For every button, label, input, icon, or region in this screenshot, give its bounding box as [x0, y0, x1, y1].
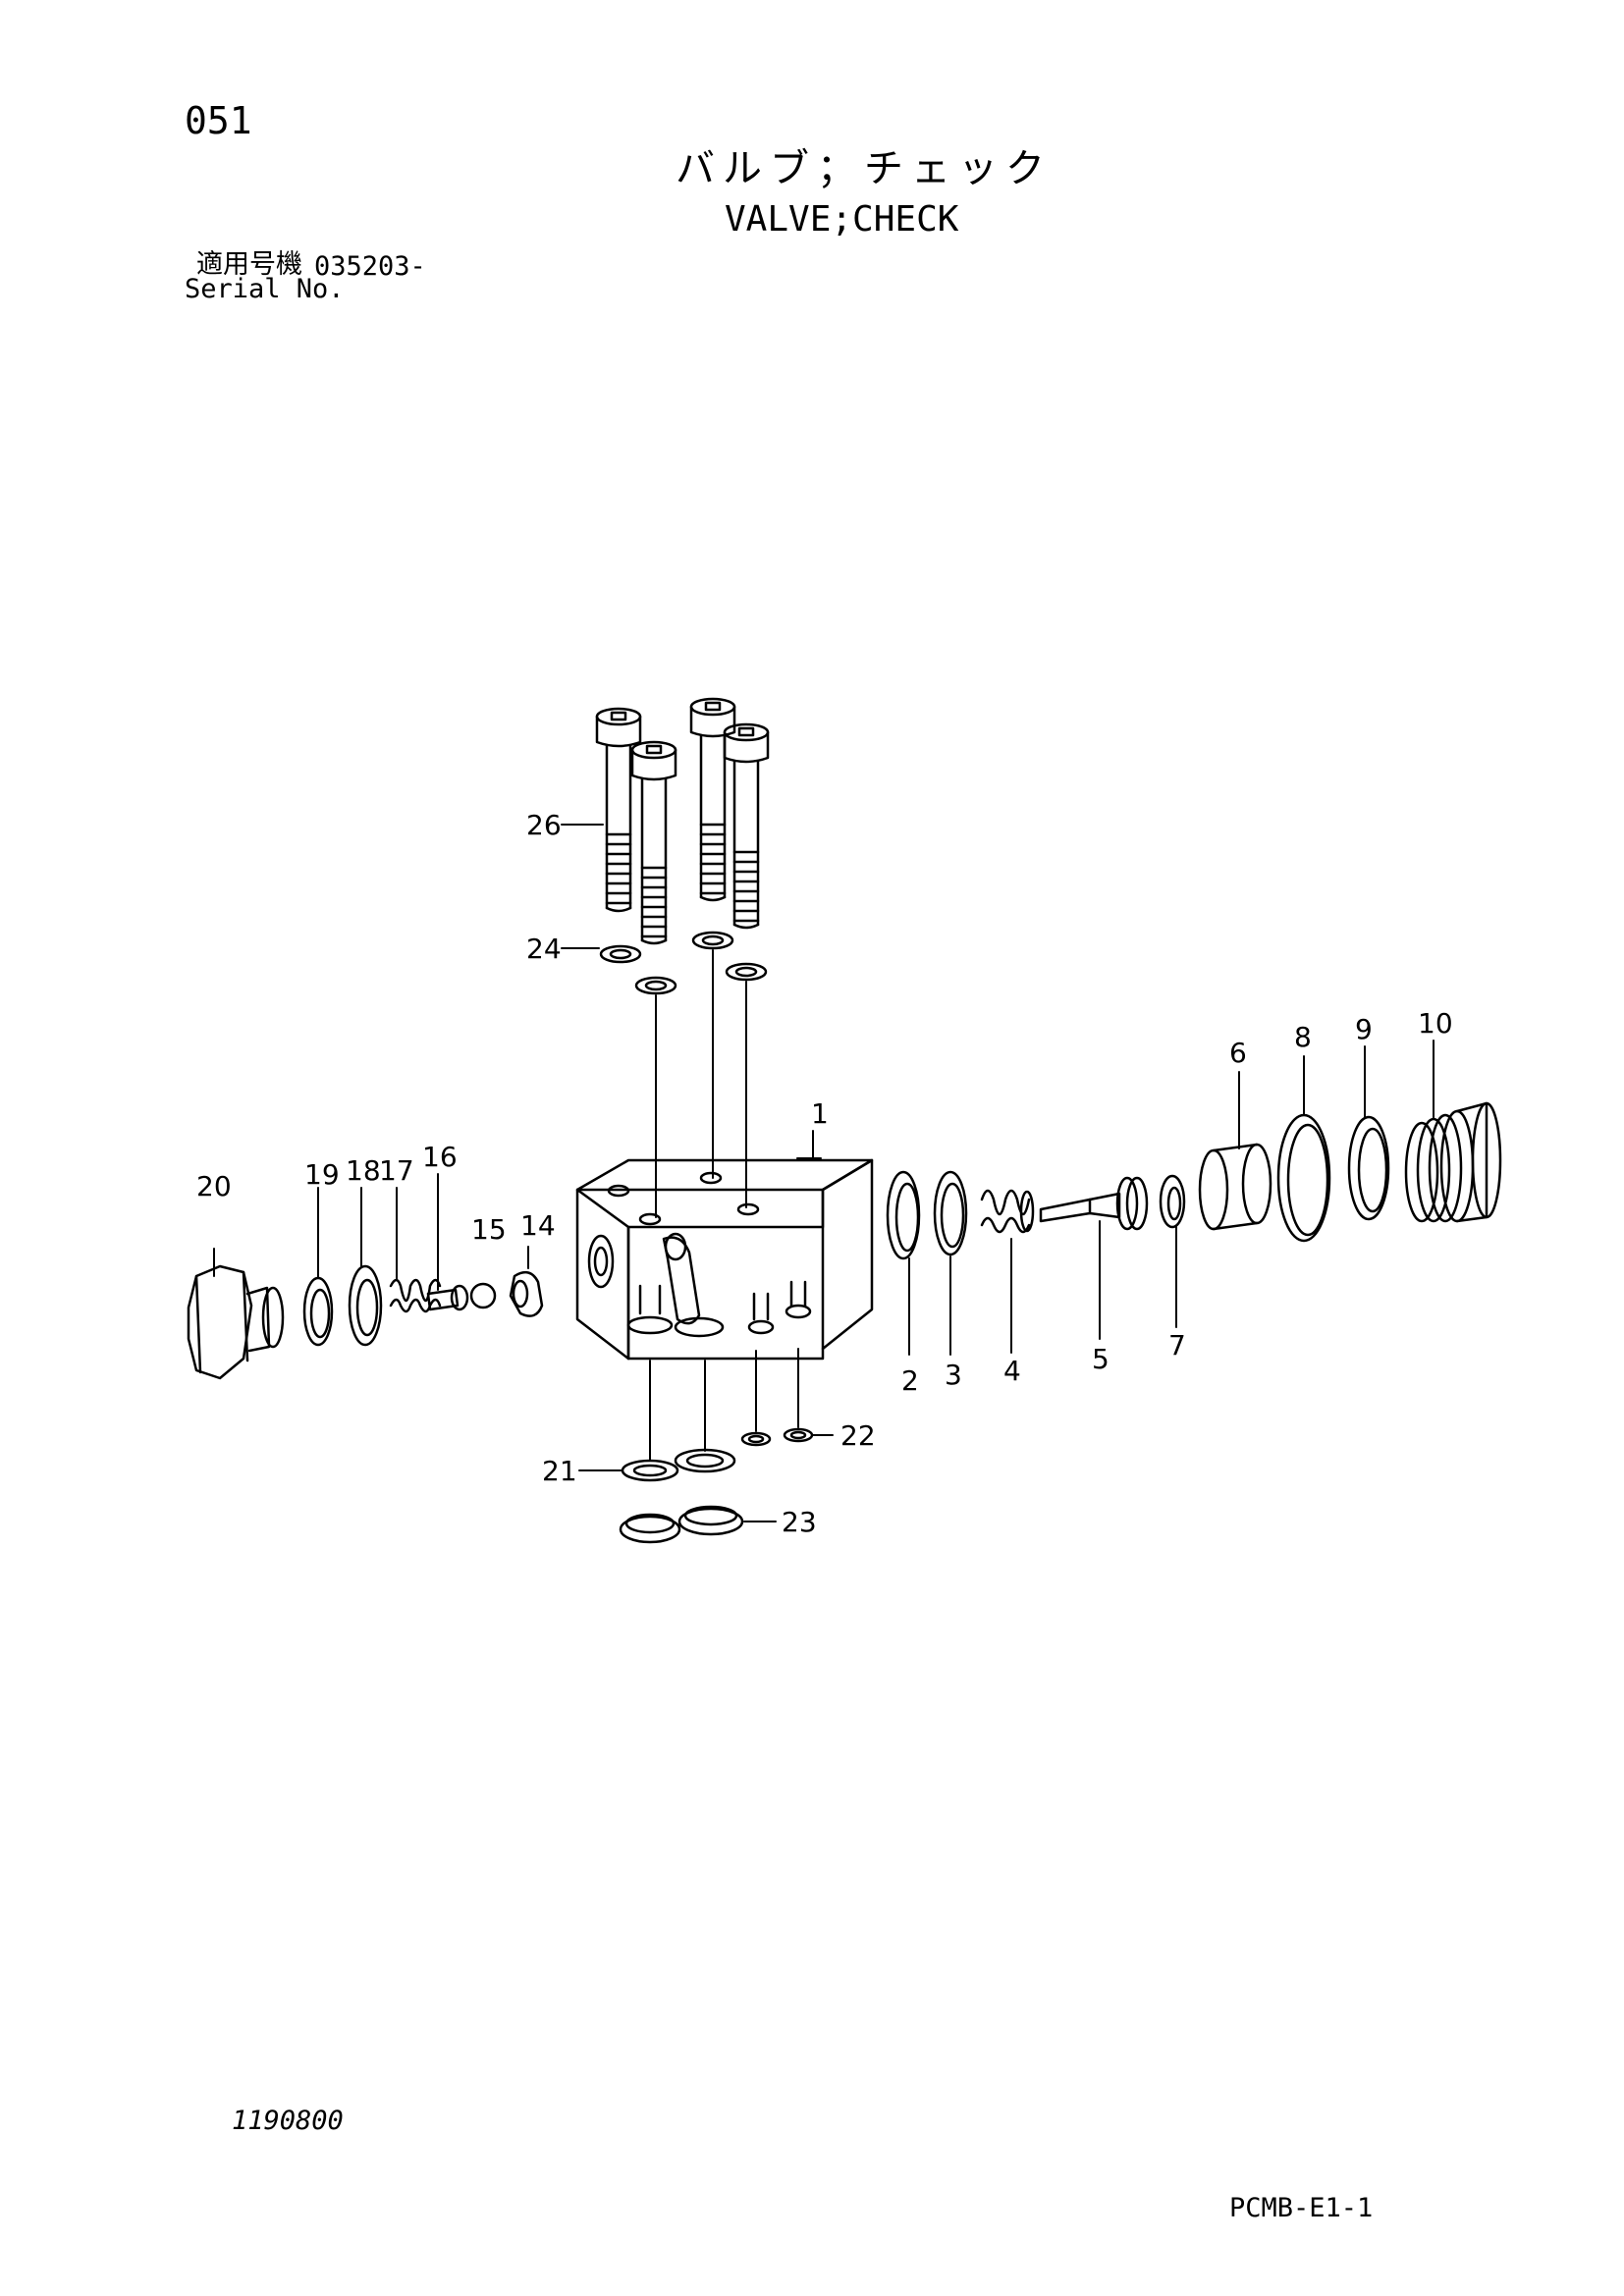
serial-label-japanese: 適用号機: [196, 249, 302, 280]
plug-10: [1404, 1101, 1502, 1223]
plug-20: [187, 1264, 285, 1380]
serial-value: 035203-: [314, 251, 426, 282]
callout-1: 1: [811, 1097, 829, 1130]
washer-23: [599, 931, 768, 995]
callout-15: 15: [471, 1213, 507, 1246]
callout-16: 16: [422, 1141, 458, 1173]
callout-10: 10: [1418, 1007, 1453, 1040]
o-ring-19: [302, 1276, 334, 1347]
o-ring-22: [740, 1427, 814, 1447]
ring-9: [1347, 1115, 1390, 1221]
callout-19: 19: [304, 1158, 340, 1191]
o-ring-3: [933, 1170, 968, 1256]
callout-14: 14: [520, 1209, 556, 1242]
title-english: VALVE;CHECK: [725, 199, 959, 240]
callout-17: 17: [379, 1154, 414, 1187]
callout-22: 22: [840, 1419, 876, 1452]
valve-body-1: [575, 1158, 874, 1361]
poppet-16: [426, 1284, 469, 1311]
leader-lines: [213, 824, 1435, 1522]
assembly-lines-top: [655, 949, 747, 1218]
o-ring-7: [1159, 1174, 1186, 1229]
bolt-24-b: [630, 740, 677, 945]
callout-6: 6: [1229, 1037, 1247, 1069]
callout-3: 3: [945, 1359, 962, 1391]
spring-4: [980, 1189, 1035, 1234]
seat-14: [509, 1270, 544, 1317]
callout-labels: 26 24 1 20 19 18 17 16 15 14 2 3 4 5 7 6…: [196, 809, 1453, 1538]
callout-5: 5: [1092, 1343, 1110, 1375]
page-number: 051: [185, 99, 252, 142]
callout-8: 8: [1294, 1021, 1312, 1053]
callout-7: 7: [1168, 1329, 1186, 1362]
callout-24: 26: [526, 809, 562, 841]
bolt-24-a: [595, 707, 642, 913]
spool-5: [1039, 1176, 1149, 1231]
bolt-24-c: [689, 697, 736, 902]
callout-9: 9: [1355, 1013, 1373, 1045]
o-ring-2: [886, 1170, 921, 1260]
callout-2: 2: [901, 1364, 919, 1397]
serial-label-english: Serial No.: [185, 274, 345, 304]
callout-26: 23: [782, 1506, 817, 1538]
callout-23: 24: [526, 933, 562, 965]
o-ring-18: [348, 1264, 383, 1347]
title-japanese: バルブ；チェック: [676, 146, 1053, 191]
page-code: PCMB-E1-1: [1229, 2193, 1374, 2223]
bolt-24-d: [723, 722, 770, 930]
o-ring-21: [621, 1448, 736, 1482]
sleeve-6: [1198, 1143, 1272, 1231]
o-ring-8: [1276, 1113, 1331, 1243]
callout-20: 20: [196, 1170, 232, 1202]
spring-17: [389, 1278, 442, 1313]
ball-15: [469, 1282, 497, 1309]
assembly-lines-bottom: [649, 1348, 799, 1462]
callout-21: 21: [542, 1455, 577, 1487]
callout-18: 18: [346, 1154, 381, 1187]
drawing-number: 1190800: [232, 2106, 344, 2136]
callout-4: 4: [1003, 1355, 1021, 1387]
seal-26: [619, 1505, 744, 1544]
